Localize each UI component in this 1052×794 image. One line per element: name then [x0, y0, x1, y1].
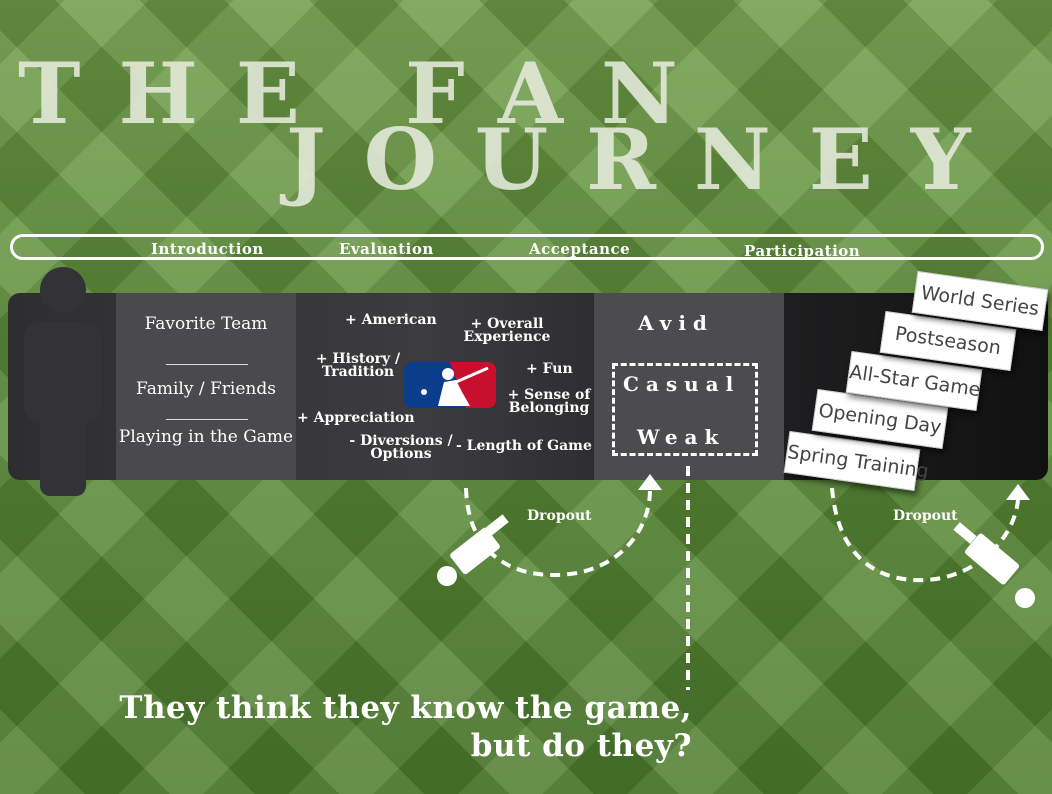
- eval-appreciation: + Appreciation: [297, 410, 415, 426]
- eval-belonging: + Sense of Belonging: [507, 387, 591, 416]
- stage-bar: [10, 234, 1044, 260]
- intro-divider-2: [166, 419, 248, 420]
- level-weak: Weak: [637, 425, 726, 449]
- introduction-panel: [116, 293, 296, 480]
- dropout-label-left: Dropout: [527, 508, 592, 524]
- intro-divider-1: [166, 364, 248, 365]
- ball-icon-right: [1015, 588, 1035, 608]
- eval-history-tradition: + History / Tradition: [315, 351, 401, 380]
- stage-introduction: Introduction: [151, 240, 264, 258]
- stage-participation: Participation: [744, 242, 861, 260]
- eval-length: - Length of Game: [456, 438, 592, 454]
- eval-overall-experience: + Overall Experience: [463, 316, 551, 345]
- tagline-line1: They think they know the game,: [119, 690, 692, 726]
- person-icon: [24, 267, 102, 496]
- title-line1: THE FAN: [18, 44, 716, 143]
- acceptance-panel: [594, 293, 784, 480]
- title-line2: JOURNEY: [286, 110, 1009, 209]
- mlb-logo-icon: [404, 362, 496, 408]
- eval-american: + American: [345, 312, 437, 328]
- casual-weak-box: [612, 363, 758, 456]
- eval-diversions: - Diversions / Options: [349, 433, 453, 462]
- dropout-arrow-right: [1006, 484, 1030, 500]
- eval-fun: + Fun: [526, 361, 573, 377]
- ball-icon-left: [437, 566, 457, 586]
- level-casual: Casual: [623, 372, 741, 396]
- bat-icon-right: [953, 522, 1020, 585]
- dropout-label-right: Dropout: [893, 508, 958, 524]
- stage-evaluation: Evaluation: [339, 240, 434, 258]
- intro-playing: Playing in the Game: [118, 427, 294, 447]
- dropout-arrow-left: [638, 474, 662, 490]
- level-avid: Avid: [638, 311, 714, 335]
- tagline-line2: but do they?: [470, 728, 692, 764]
- intro-family-friends: Family / Friends: [136, 379, 276, 399]
- intro-favorite-team: Favorite Team: [144, 314, 268, 334]
- dropout-arc-right: [830, 487, 1020, 583]
- bat-icon-left: [450, 514, 509, 575]
- stage-acceptance: Acceptance: [529, 240, 631, 258]
